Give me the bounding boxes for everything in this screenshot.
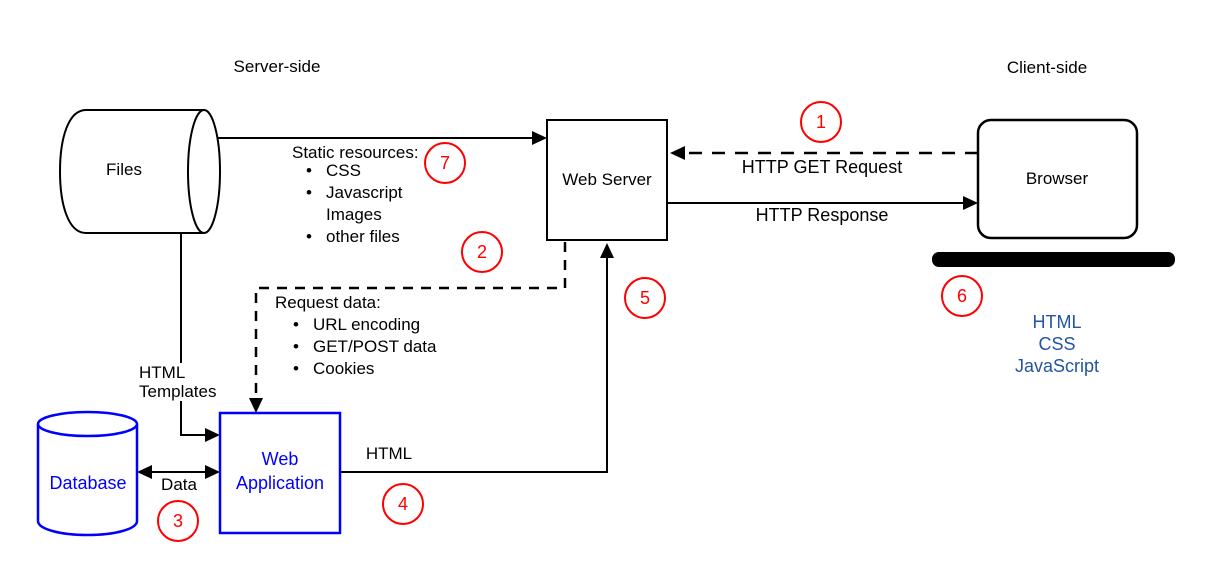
request-data-item: • GET/POST data (293, 336, 436, 358)
step-badge-6: 6 (941, 275, 983, 317)
request-data-dashed-arrow (249, 242, 567, 413)
request-data-title: Request data: (275, 293, 381, 312)
web-server-label: Web Server (562, 170, 652, 189)
static-resources-item-text: other files (326, 227, 400, 246)
static-resources-item-text: Images (326, 205, 382, 224)
client-file-javascript: JavaScript (1014, 356, 1100, 376)
html-templates-label-line1: HTML (139, 363, 186, 382)
http-response-arrow (667, 196, 978, 210)
web-application-label: Web Application (236, 447, 324, 495)
files-label: Files (106, 160, 142, 179)
browser-label: Browser (1025, 169, 1089, 188)
step-badge-1: 1 (800, 101, 842, 143)
step-badge-2: 2 (461, 231, 503, 273)
browser-box (976, 118, 1139, 240)
http-get-dashed-arrow (670, 146, 978, 160)
static-resources-title: Static resources: (292, 143, 419, 162)
html-templates-arrow (180, 233, 220, 442)
server-side-label: Server-side (233, 57, 321, 76)
static-resources-item-text: Javascript (326, 183, 403, 202)
http-response-label: HTTP Response (755, 205, 889, 225)
data-double-arrow (137, 465, 220, 479)
static-resources-item: Images (306, 204, 382, 226)
request-data-item: • Cookies (293, 358, 374, 380)
http-get-request-label: HTTP GET Request (741, 157, 903, 177)
client-file-css: CSS (1038, 334, 1076, 354)
client-file-html: HTML (1032, 312, 1082, 332)
html-templates-label: HTML Templates (136, 363, 220, 401)
web-server-box (546, 119, 668, 241)
static-resources-item: • CSS (306, 160, 361, 182)
static-resources-item: • Javascript (306, 182, 403, 204)
static-resources-item: • other files (306, 226, 400, 248)
webapp-to-webserver-arrow (340, 243, 614, 473)
bullet-icon: • (306, 183, 312, 202)
bullet-icon: • (306, 161, 312, 180)
web-application-label-line2: Application (235, 473, 325, 493)
data-label: Data (161, 475, 197, 494)
bullet-icon: • (293, 359, 299, 378)
bullet-icon: • (293, 315, 299, 334)
web-application-box (218, 411, 342, 535)
step-badge-7: 7 (424, 142, 466, 184)
request-data-item-text: URL encoding (313, 315, 421, 334)
files-to-webserver-arrow (217, 131, 547, 145)
database-label: Database (49, 473, 127, 493)
laptop-base-bar (932, 252, 1175, 267)
files-cylinder (58, 109, 221, 234)
bullet-icon: • (306, 227, 312, 246)
static-resources-item-text: CSS (326, 161, 361, 180)
bullet-icon: • (293, 337, 299, 356)
html-edge-label: HTML (365, 444, 413, 463)
html-templates-label-line2: Templates (139, 382, 217, 401)
request-data-item-text: Cookies (313, 359, 375, 378)
request-data-item: • URL encoding (293, 314, 420, 336)
web-application-label-line1: Web (261, 449, 299, 469)
step-badge-5: 5 (624, 277, 666, 319)
step-badge-3: 3 (157, 500, 199, 542)
client-side-label: Client-side (1006, 58, 1088, 77)
database-cylinder (36, 410, 139, 537)
request-data-item-text: GET/POST data (313, 337, 437, 356)
step-badge-4: 4 (382, 483, 424, 525)
client-files-list: HTML CSS JavaScript (1015, 311, 1099, 377)
